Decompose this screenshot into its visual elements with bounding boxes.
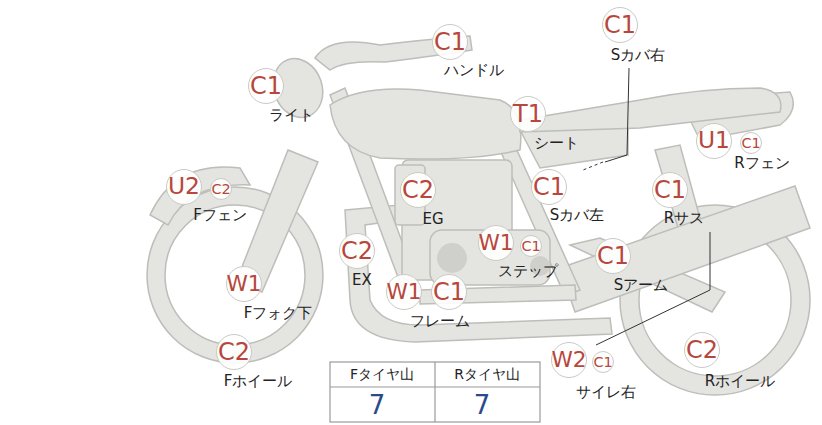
callout-code: C1 <box>521 239 540 253</box>
part-name: Fホイール <box>224 373 293 390</box>
callout-code: C1 <box>604 13 636 37</box>
callout-circle: C2 <box>210 178 232 200</box>
callout-circle: C1 <box>531 169 567 205</box>
callout-circle: W1 <box>478 225 514 261</box>
callout-circle: C1 <box>431 274 467 310</box>
callout-code: C2 <box>218 340 250 364</box>
callout-circle: C1 <box>592 351 614 373</box>
part-name: Sカバ右 <box>611 47 666 64</box>
callout-circle: C1 <box>520 235 542 257</box>
part-name: Fフォク下 <box>244 305 313 322</box>
part-name: Rフェン <box>734 155 789 172</box>
callout-code: C1 <box>654 178 686 202</box>
callout-code: C1 <box>741 136 760 150</box>
part-name: Sアーム <box>614 277 669 294</box>
table-value: 7 <box>474 391 491 420</box>
part-name: Rホイール <box>705 373 775 390</box>
callout-circle: C1 <box>602 7 638 43</box>
table-header: Fタイヤ山 <box>350 367 414 382</box>
callout-code: W1 <box>386 281 421 303</box>
callout-code: C1 <box>533 175 565 199</box>
part-name: ハンドル <box>444 62 504 79</box>
callout-code: U1 <box>698 129 730 152</box>
callout-code: C2 <box>211 182 230 196</box>
part-name: Sカバ左 <box>550 207 605 224</box>
callout-code: W1 <box>226 273 261 295</box>
callout-code: C2 <box>341 239 373 263</box>
callout-circle: W2 <box>551 342 587 378</box>
part-name: EG <box>422 211 443 228</box>
part-name: フレーム <box>410 313 470 330</box>
callout-code: W1 <box>478 232 513 254</box>
callout-circle: U2 <box>166 169 202 205</box>
part-name: サイレ右 <box>576 384 636 401</box>
callout-circle: C1 <box>248 68 284 104</box>
callout-code: W2 <box>551 349 586 371</box>
callout-circle: C1 <box>432 24 468 60</box>
callout-circle: C2 <box>339 233 375 269</box>
callout-circle: C2 <box>684 332 720 368</box>
callout-code: T1 <box>513 102 543 126</box>
callout-circle: W1 <box>226 266 262 302</box>
callout-code: C2 <box>402 178 434 202</box>
callout-code: C2 <box>686 338 718 362</box>
callout-code: C1 <box>597 244 629 268</box>
part-name: ライト <box>269 107 314 124</box>
part-name: Rサス <box>664 210 704 227</box>
part-name: EX <box>352 272 372 289</box>
part-name: Fフェン <box>193 207 247 224</box>
callout-code: C1 <box>250 74 282 98</box>
part-name: シート <box>534 135 579 152</box>
callout-circle: U1 <box>696 123 732 159</box>
callout-circle: C1 <box>652 172 688 208</box>
callout-circle: C2 <box>216 334 252 370</box>
callout-circle: T1 <box>510 96 546 132</box>
tread-table <box>330 362 540 422</box>
callout-circle: C2 <box>400 172 436 208</box>
callout-circle: W1 <box>386 274 422 310</box>
callout-code: U2 <box>168 175 200 198</box>
table-header: Rタイヤ山 <box>454 367 520 382</box>
callout-code: C1 <box>433 280 465 304</box>
callout-circle: C1 <box>740 132 762 154</box>
callout-circle: C1 <box>595 238 631 274</box>
table-value: 7 <box>369 391 386 420</box>
callout-code: C1 <box>593 355 612 369</box>
callout-code: C1 <box>434 30 466 54</box>
part-name: ステップ <box>498 263 558 280</box>
